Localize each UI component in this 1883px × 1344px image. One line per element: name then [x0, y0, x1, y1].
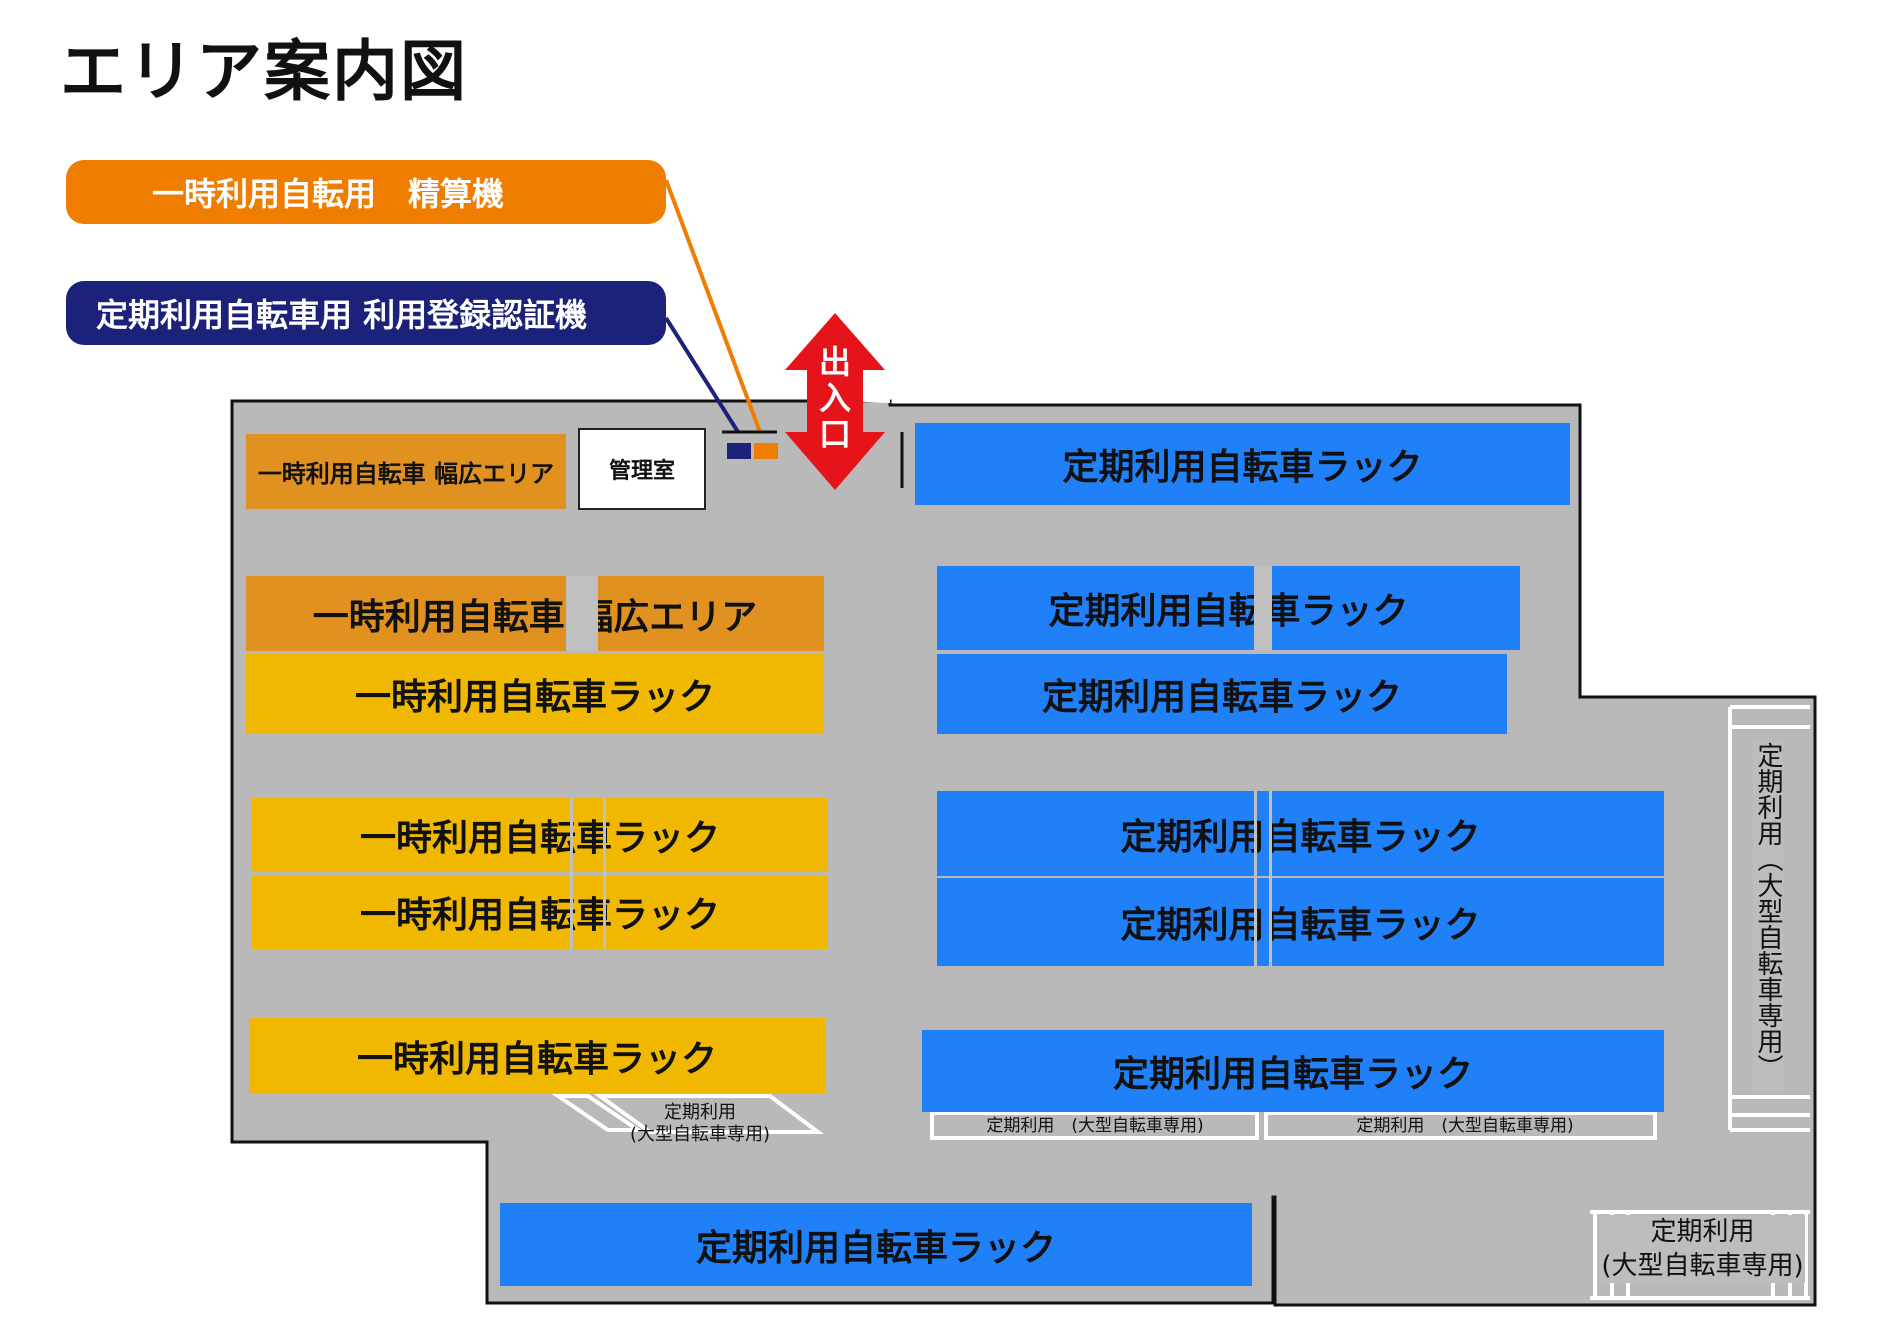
payment-machine-label: 一時利用自転用 精算機	[152, 175, 505, 213]
regular-rack-7-label: 定期利用自転車ラック	[695, 1227, 1056, 1269]
regular-rack-1: 定期利用自転車ラック	[915, 423, 1570, 505]
large-bike-corner-line1: 定期利用	[1650, 1217, 1755, 1247]
temp-wide-area-top-label: 一時利用自転車 幅広エリア	[257, 460, 555, 488]
regular-rack-4-label: 定期利用自転車ラック	[1120, 816, 1481, 858]
regular-rack-2: 定期利用自転車ラック	[937, 566, 1520, 650]
registration-machine	[727, 443, 751, 459]
divider	[570, 798, 606, 949]
temp-rack-2-label: 一時利用自転車ラック	[359, 818, 720, 859]
temp-rack-3-label: 一時利用自転車ラック	[359, 895, 720, 936]
regular-rack-4: 定期利用自転車ラック	[937, 791, 1664, 876]
divider	[566, 576, 598, 651]
large-bike-label-left: 定期利用 (大型自転車専用)	[620, 1102, 780, 1146]
registration-machine-label: 定期利用自転車用 利用登録認証機	[96, 296, 588, 334]
page-title: エリア案内図	[60, 33, 468, 110]
temp-wide-area-top: 一時利用自転車 幅広エリア	[246, 434, 566, 509]
temp-wide-area-middle: 一時利用自転車 幅広エリア	[246, 576, 824, 651]
office-label: 管理室	[608, 459, 675, 484]
divider	[1254, 791, 1272, 966]
large-bike-strip-left	[930, 1111, 1259, 1140]
large-bike-strip-right	[1264, 1111, 1657, 1140]
entrance-label: 出入口	[819, 343, 852, 453]
temp-rack-4-label: 一時利用自転車ラック	[356, 1039, 717, 1080]
regular-rack-5-label: 定期利用自転車ラック	[1120, 905, 1481, 946]
entrance-arrow	[785, 313, 885, 490]
regular-rack-6: 定期利用自転車ラック	[922, 1030, 1664, 1112]
large-bike-slot	[551, 1094, 645, 1132]
office-room: 管理室	[578, 428, 706, 510]
large-bike-vertical-label: 定期利用（大型自転車専用）	[1753, 742, 1783, 1092]
large-bike-strip-right-label: 定期利用 (大型自転車専用)	[1356, 1116, 1574, 1136]
registration-leader-line	[664, 316, 740, 434]
regular-rack-6-label: 定期利用自転車ラック	[1112, 1054, 1473, 1095]
large-bike-strip-left-label: 定期利用 (大型自転車専用)	[986, 1116, 1204, 1136]
large-bike-label-left-line2: (大型自転車専用)	[629, 1124, 771, 1145]
payment-machine-callout: 一時利用自転用 精算機	[66, 160, 666, 224]
large-bike-corner-line2: (大型自転車専用)	[1601, 1251, 1804, 1281]
vertical-large-bike-stripes	[1728, 705, 1810, 1132]
temp-rack-1-label: 一時利用自転車ラック	[354, 677, 715, 718]
payment-machine	[754, 443, 778, 459]
temp-wide-area-middle-label: 一時利用自転車 幅広エリア	[312, 596, 758, 638]
regular-rack-5: 定期利用自転車ラック	[937, 878, 1664, 966]
large-bike-slot	[593, 1094, 824, 1134]
payment-leader-line	[664, 179, 762, 433]
large-bike-label-left-line1: 定期利用	[664, 1102, 736, 1123]
temp-rack-1: 一時利用自転車ラック	[246, 654, 824, 734]
regular-rack-2-label: 定期利用自転車ラック	[1048, 591, 1409, 632]
temp-rack-4: 一時利用自転車ラック	[249, 1018, 825, 1094]
regular-rack-1-label: 定期利用自転車ラック	[1062, 447, 1423, 488]
regular-rack-7: 定期利用自転車ラック	[500, 1203, 1252, 1286]
regular-rack-3-label: 定期利用自転車ラック	[1041, 677, 1402, 718]
temp-rack-3: 一時利用自転車ラック	[252, 875, 828, 949]
registration-machine-callout: 定期利用自転車用 利用登録認証機	[66, 281, 666, 345]
divider	[1254, 566, 1272, 650]
temp-rack-2: 一時利用自転車ラック	[252, 798, 828, 872]
large-bike-corner-label: 定期利用 (大型自転車専用)	[1600, 1215, 1805, 1283]
regular-rack-3: 定期利用自転車ラック	[937, 654, 1507, 734]
